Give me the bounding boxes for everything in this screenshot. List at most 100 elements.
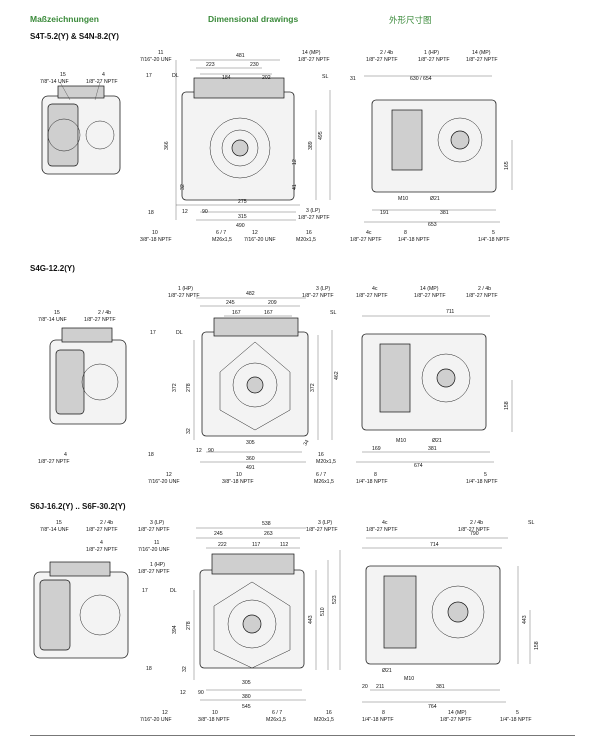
s1-label-18: 18 bbox=[148, 210, 154, 216]
s1-label-67b: M26x1,5 bbox=[212, 237, 232, 243]
section-2-title: S4G-12.2(Y) bbox=[30, 264, 75, 273]
s2-label-12b: 7/16"-20 UNF bbox=[148, 479, 180, 485]
s3-rear-label-4c: 4c bbox=[382, 520, 388, 526]
s3-rear-label-d21: Ø21 bbox=[382, 668, 392, 674]
s2-label-18: 18 bbox=[148, 452, 154, 458]
s2-side-label-24b: 1/8"-27 NPTF bbox=[84, 317, 116, 323]
s2-rear-view: 711 158 169 381 674 4c 1/8"-27 NPTF 14 (… bbox=[356, 286, 513, 485]
s3-dim-12: 12 bbox=[180, 690, 186, 696]
s2-dim-209: 209 bbox=[268, 300, 277, 306]
s3-rear-label-14: 14 (MP) bbox=[448, 710, 467, 716]
s2-rear-label-24: 2 / 4b bbox=[478, 286, 491, 292]
s1-label-16b: M20x1,5 bbox=[296, 237, 316, 243]
s3-label-67: 6 / 7 bbox=[272, 710, 282, 716]
s3-rear-dim-158: 158 bbox=[534, 641, 540, 650]
s3-label-12: 12 bbox=[162, 710, 168, 716]
bottom-rule bbox=[30, 735, 575, 736]
s1-rear-dim-630: 630 / 654 bbox=[410, 76, 432, 82]
s1-dim-41: 41 bbox=[292, 184, 298, 190]
s2-label-3: 3 (LP) bbox=[316, 286, 330, 292]
s1-side-label-15b: 7/8"-14 UNF bbox=[40, 79, 69, 85]
s3-dim-222: 222 bbox=[218, 542, 227, 548]
s2-rear-label-8: 8 bbox=[374, 472, 377, 478]
s1-dim-12b: 12 bbox=[292, 159, 298, 165]
s2-dim-305: 305 bbox=[246, 440, 255, 446]
s2-label-10b: 3/8"-18 NPTF bbox=[222, 479, 254, 485]
s1-label-10: 10 bbox=[152, 230, 158, 236]
s3-rear-dim-714: 714 bbox=[430, 542, 439, 548]
s1-label-10b: 3/8"-18 NPTF bbox=[140, 237, 172, 243]
s3-side-label-4b: 1/8"-27 NPTF bbox=[86, 547, 118, 553]
s3-label-3: 3 (LP) bbox=[150, 520, 164, 526]
s2-rear-dim-674: 674 bbox=[414, 463, 423, 469]
s1-dim-184: 184 bbox=[222, 75, 231, 81]
s1-label-12b: 7/16"-20 UNF bbox=[244, 237, 276, 243]
s2-label-12: 12 bbox=[166, 472, 172, 478]
s3-side-label-4: 4 bbox=[100, 540, 103, 546]
s3-dim-32: 32 bbox=[182, 666, 188, 672]
s3-label-18: 18 bbox=[146, 666, 152, 672]
s3-label-16b: M20x1,5 bbox=[314, 717, 334, 723]
s3-rear-dim-381: 381 bbox=[436, 684, 445, 690]
s1-dim-275: 275 bbox=[238, 199, 247, 205]
s1-rear-dim-653: 653 bbox=[428, 222, 437, 228]
s1-side-label-15: 15 bbox=[60, 72, 66, 78]
section-1-drawings: 15 7/8"-14 UNF 4 1/8"-27 NPTF 481 223 23… bbox=[40, 50, 513, 243]
s1-rear-label-4c: 4c bbox=[366, 230, 372, 236]
s1-label-3: 3 (LP) bbox=[306, 208, 320, 214]
s1-rear-label-1b: 1/8"-27 NPTF bbox=[418, 57, 450, 63]
s1-dim-481: 481 bbox=[236, 53, 245, 59]
s3-dim-245: 245 bbox=[214, 531, 223, 537]
s1-label-dl: DL bbox=[172, 73, 179, 79]
s3-rear-label-8: 8 bbox=[382, 710, 385, 716]
s2-label-3b: 1/8"-27 NPTF bbox=[302, 293, 334, 299]
s3-dim-117: 117 bbox=[252, 542, 260, 548]
s3-side-label-24b: 1/8"-27 NPTF bbox=[86, 527, 118, 533]
s3-label-12b: 7/16"-20 UNF bbox=[140, 717, 172, 723]
s1-label-17: 17 bbox=[146, 73, 152, 79]
s1-side-label-4: 4 bbox=[102, 72, 105, 78]
s2-dim-372: 372 bbox=[172, 383, 178, 392]
s3-dim-545: 545 bbox=[242, 704, 251, 710]
s1-rear-label-14b: 1/8"-27 NPTF bbox=[466, 57, 498, 63]
s3-label-11b: 7/16"-20 UNF bbox=[138, 547, 170, 553]
s3-label-11: 11 bbox=[154, 540, 159, 546]
s1-rear-label-24: 2 / 4b bbox=[380, 50, 393, 56]
s3-side-view: 2 / 4b 1/8"-27 NPTF 15 7/8"-14 UNF 4 1/8… bbox=[33, 520, 129, 659]
s3-rear-dim-790: 790 bbox=[470, 531, 479, 537]
s2-rear-dim-169: 169 bbox=[372, 446, 381, 452]
s1-rear-label-24b: 1/8"-27 NPTF bbox=[366, 57, 398, 63]
s3-rear-label-5: 5 bbox=[516, 710, 519, 716]
s2-rear-label-14b: 1/8"-27 NPTF bbox=[414, 293, 446, 299]
s3-label-1b: 1/8"-27 NPTF bbox=[138, 569, 170, 575]
section-3-drawings: 2 / 4b 1/8"-27 NPTF 15 7/8"-14 UNF 4 1/8… bbox=[33, 520, 540, 723]
s2-dim-90: 90 bbox=[208, 448, 214, 454]
s1-dim-202: 202 bbox=[262, 75, 271, 81]
s1-rear-label-5b: 1/4"-18 NPTF bbox=[478, 237, 510, 243]
s1-label-11b: 7/16"-20 UNF bbox=[140, 57, 172, 63]
s1-side-label-4b: 1/8"-27 NPTF bbox=[86, 79, 118, 85]
s2-dim-372r: 372 bbox=[310, 383, 316, 392]
s2-side-view: 15 7/8"-14 UNF 2 / 4b 1/8"-27 NPTF 4 1/8… bbox=[38, 310, 127, 465]
s1-rear-view: 31 630 / 654 191 381 653 165 2 / 4b 1/8"… bbox=[350, 50, 513, 243]
s3-dim-112: 112 bbox=[280, 542, 288, 548]
s3-dim-523: 523 bbox=[332, 595, 338, 604]
s2-front-view: 482 245 209 167 167 372 278 32 12 90 305… bbox=[148, 286, 340, 485]
s3-rear-label-14b: 1/8"-27 NPTF bbox=[440, 717, 472, 723]
s1-dim-12: 12 bbox=[182, 209, 188, 215]
s2-rear-label-d21: Ø21 bbox=[432, 438, 442, 444]
s2-dim-482: 482 bbox=[246, 291, 255, 297]
s3-rear-label-m10: M10 bbox=[404, 676, 414, 682]
s1-rear-dim-191: 191 bbox=[380, 210, 389, 216]
s1-label-67: 6 / 7 bbox=[216, 230, 226, 236]
s1-dim-32: 32 bbox=[180, 184, 186, 190]
s3-label-10b: 3/8"-18 NPTF bbox=[198, 717, 230, 723]
s2-label-sl: SL bbox=[330, 310, 336, 316]
s3-rear-dim-20: 20 bbox=[362, 684, 368, 690]
s3-front-view: 538 245 263 222 117 112 394 278 32 12 90… bbox=[138, 520, 341, 723]
s2-dim-245: 245 bbox=[226, 300, 235, 306]
s1-rear-label-8: 8 bbox=[404, 230, 407, 236]
s1-rear-label-1: 1 (HP) bbox=[424, 50, 439, 56]
section-1-title: S4T-5.2(Y) & S4N-8.2(Y) bbox=[30, 32, 119, 41]
